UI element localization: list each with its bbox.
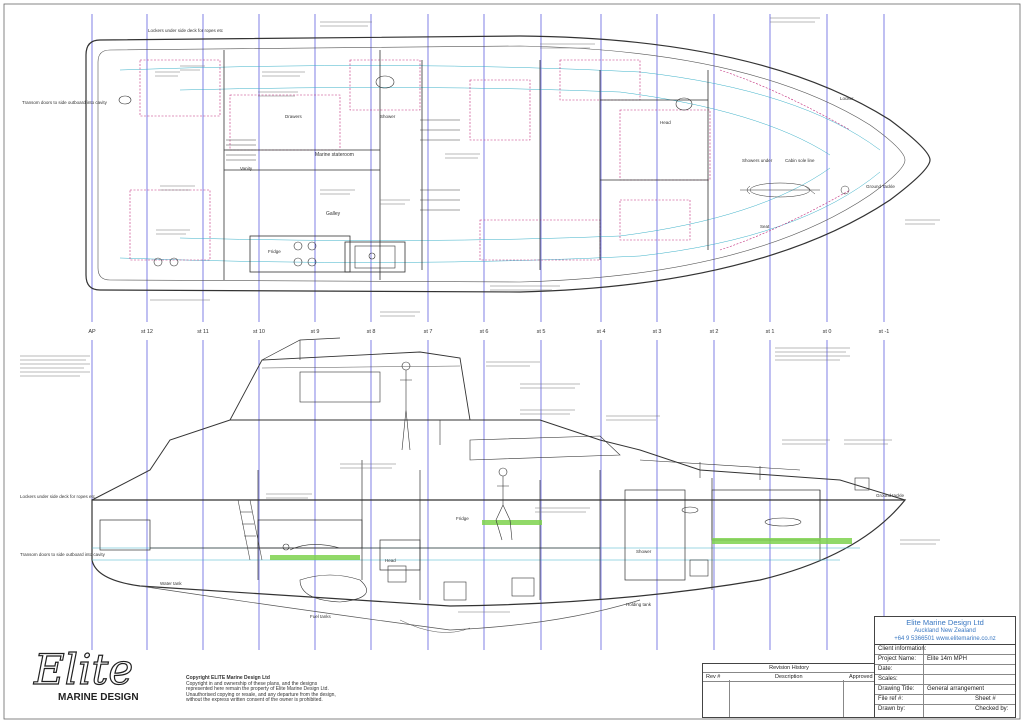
- copyright-line: Copyright in and ownership of these plan…: [186, 680, 318, 687]
- row-key: File ref #:: [878, 696, 904, 702]
- row-value: General arrangement: [927, 686, 985, 692]
- profile-label: Fridge: [456, 516, 469, 521]
- plan-label: Vanity: [240, 166, 253, 171]
- copyright-notice: Copyright ELITE Marine Design Ltd Copyri…: [186, 675, 386, 704]
- row-key: Scales:: [878, 676, 898, 682]
- revision-col-rev: Rev #: [706, 674, 721, 680]
- titleblock-row-project: Project Name: Elite 14m MPH: [875, 655, 1015, 665]
- revision-title: Revision History: [703, 664, 875, 673]
- plan-label: Head: [660, 120, 671, 125]
- profile-label: Water tank: [160, 581, 182, 586]
- station-label: st 9: [311, 329, 320, 335]
- row-value: Elite 14m MPH: [927, 656, 968, 662]
- plan-label: Marine stateroom: [315, 152, 354, 158]
- row-value: Checked by:: [975, 706, 1009, 712]
- plan-label: Ground Tackle: [866, 184, 895, 189]
- station-label: st 10: [253, 329, 265, 335]
- row-key: Date:: [878, 666, 893, 672]
- station-label: st 2: [710, 329, 719, 335]
- title-block: Elite Marine Design Ltd Auckland New Zea…: [874, 616, 1016, 718]
- company-location: Auckland New Zealand: [914, 628, 976, 634]
- profile-label: Transom doors to side outboard into cavi…: [20, 552, 106, 557]
- plan-label: Shower: [380, 114, 396, 119]
- station-label: st 0: [823, 329, 832, 335]
- revision-col-approved: Approved: [849, 674, 873, 680]
- station-label: st 6: [480, 329, 489, 335]
- revision-col-description: Description: [775, 674, 803, 680]
- row-key: Drawn by:: [878, 706, 906, 712]
- plan-view: Marine stateroom Galley Fridge Drawers S…: [22, 17, 940, 317]
- profile-view: Water tank Fuel tanks Holding tank Head …: [20, 337, 940, 633]
- row-key: Client information:: [878, 646, 927, 652]
- plan-label: Showers under: [742, 158, 773, 163]
- copyright-line: Unauthorised copying or resale, and any …: [186, 691, 336, 698]
- titleblock-row-drawn: Drawn by: Checked by:: [875, 705, 1015, 714]
- station-label: st 1: [766, 329, 775, 335]
- plan-label: Seat: [760, 224, 770, 229]
- copyright-line: represented here remain the property of …: [186, 686, 329, 693]
- profile-label: Fuel tanks: [310, 614, 332, 619]
- profile-label: Holding tank: [626, 602, 652, 607]
- row-key: Drawing Title:: [878, 686, 915, 692]
- plan-label: Galley: [326, 211, 341, 217]
- station-label: st 5: [537, 329, 546, 335]
- station-label: st 7: [424, 329, 433, 335]
- copyright-heading: Copyright ELITE Marine Design Ltd: [186, 675, 270, 681]
- plan-label: Fridge: [268, 249, 281, 254]
- station-label: st 12: [141, 329, 153, 335]
- profile-label: Ground tackle: [876, 493, 905, 498]
- titleblock-row-drawing-title: Drawing Title: General arrangement: [875, 685, 1015, 695]
- logo-script: Elite: [33, 645, 133, 694]
- station-label: st 11: [197, 329, 209, 335]
- row-key: Project Name:: [878, 656, 917, 662]
- profile-label: Head: [385, 558, 396, 563]
- company-name: Elite Marine Design Ltd: [906, 618, 984, 627]
- station-label: st 8: [367, 329, 376, 335]
- profile-label: Lockers under side deck for ropes etc: [20, 494, 96, 499]
- plan-label: Cabin sole line: [785, 158, 815, 163]
- titleblock-row-scales: Scales:: [875, 675, 1015, 685]
- station-labels: AP st 12 st 11 st 10 st 9 st 8 st 7 st 6…: [88, 329, 889, 335]
- copyright-line: without the express written consent of t…: [186, 697, 323, 704]
- station-label: st 3: [653, 329, 662, 335]
- station-label: st 4: [597, 329, 606, 335]
- station-label: st -1: [879, 329, 890, 335]
- hull-outline-plan: [85, 35, 931, 293]
- titleblock-row-date: Date:: [875, 665, 1015, 675]
- titleblock-row-client: Client information:: [875, 645, 1015, 655]
- plan-label: Transom doors to side outboard into cavi…: [22, 100, 108, 105]
- elite-logo: Elite MARINE DESIGN: [28, 640, 166, 706]
- logo-text: MARINE DESIGN: [58, 692, 139, 703]
- plan-label: Drawers: [285, 114, 303, 119]
- station-label: AP: [88, 329, 96, 335]
- logo-graphic: Elite MARINE DESIGN: [32, 644, 139, 703]
- row-value: Sheet #: [975, 696, 996, 702]
- revision-history: Revision History Rev # Description Appro…: [702, 663, 876, 718]
- plan-label: Locker: [840, 96, 854, 101]
- profile-label: Shower: [636, 549, 652, 554]
- plan-label: Lockers under side deck for ropes etc: [148, 28, 224, 33]
- company-contact: +64 9 5366501 www.elitemarine.co.nz: [894, 636, 996, 642]
- titleblock-row-file: File ref #: Sheet #: [875, 695, 1015, 705]
- hull-outline-profile: [91, 499, 907, 607]
